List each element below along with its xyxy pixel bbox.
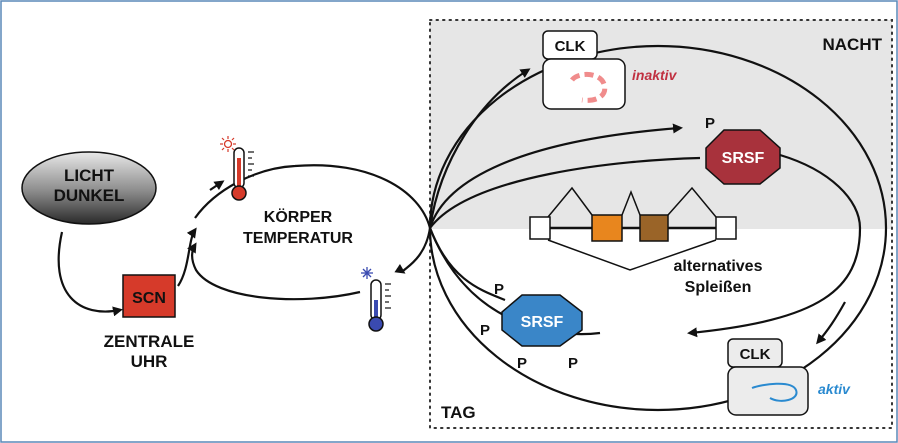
intron-splice-2: [621, 189, 641, 216]
sun-icon: [220, 136, 236, 152]
arrow-scn-to-temperature: [177, 227, 197, 287]
phospho-bottom-3: P: [517, 355, 527, 372]
arrow-to-clk-night: [428, 68, 531, 229]
gene-structure: [529, 186, 737, 271]
active-ring: [751, 382, 798, 402]
srsf-bottom-label: SRSF: [521, 314, 564, 331]
intron-splice-3: [667, 186, 717, 218]
srsf-bottom-shape: [501, 294, 583, 347]
arrow-to-clk-day: [816, 301, 846, 345]
srsf-top-label: SRSF: [722, 150, 765, 167]
phospho-bottom-1: P: [494, 281, 504, 298]
temperature-cycle-bottom: [187, 242, 361, 301]
arrow-light-to-scn: [57, 231, 123, 317]
spleissen-label: Spleißen: [685, 279, 752, 296]
clk-inactive: CLK inaktiv: [542, 30, 678, 110]
nacht-label: NACHT: [823, 35, 883, 54]
scn-label: SCN: [132, 290, 166, 307]
srsf-top: SRSF P: [705, 115, 781, 185]
srsf-bottom: SRSF P P P P: [480, 281, 583, 372]
arrow-to-hot: [209, 180, 225, 191]
temperatur-label: TEMPERATUR: [243, 230, 353, 247]
intron-splice-1: [547, 186, 593, 218]
exon-first: [529, 216, 551, 240]
alternatives-label: alternatives: [674, 258, 763, 275]
arrow-to-cold: [394, 227, 432, 274]
tag-label: TAG: [441, 403, 476, 422]
clk-active: CLK aktiv: [727, 338, 851, 416]
srsf-top-shape: [705, 129, 781, 185]
licht-label: LICHT: [64, 166, 115, 185]
zentrale-label: ZENTRALE: [104, 332, 195, 351]
night-background: [430, 20, 892, 229]
uhr-label: UHR: [131, 352, 168, 371]
arrow-to-srsf-bottom: [687, 227, 862, 338]
phospho-bottom-4: P: [568, 355, 578, 372]
light-dark-ellipse: [21, 151, 157, 225]
aktiv-label: aktiv: [818, 381, 851, 397]
exon-orange: [591, 214, 623, 242]
skip-splice: [547, 239, 717, 271]
koerper-label: KÖRPER: [264, 207, 333, 226]
arrow-to-srsf-top: [428, 123, 683, 229]
inner-loop-bottom: [428, 227, 506, 302]
temperature-cycle-top: [194, 164, 432, 229]
clk-bottom-body: [727, 366, 809, 416]
phospho-bottom-2: P: [480, 322, 490, 339]
clk-top-label: CLK: [555, 38, 586, 55]
clk-bottom-label: CLK: [740, 346, 771, 363]
inactive-ring: [570, 72, 608, 103]
loop-srsf-top-right: [779, 153, 862, 229]
thermometer-cold-icon: [368, 279, 391, 332]
dunkel-label: DUNKEL: [54, 186, 125, 205]
inner-loop-top: [429, 156, 701, 229]
thermometer-hot-icon: [231, 147, 254, 201]
snowflake-icon: [361, 267, 373, 279]
exon-last: [715, 216, 737, 240]
inaktiv-label: inaktiv: [632, 67, 678, 83]
scn-box: [122, 274, 176, 318]
phospho-top: P: [705, 115, 715, 132]
exon-brown: [639, 214, 669, 242]
clk-top-body: [542, 58, 626, 110]
